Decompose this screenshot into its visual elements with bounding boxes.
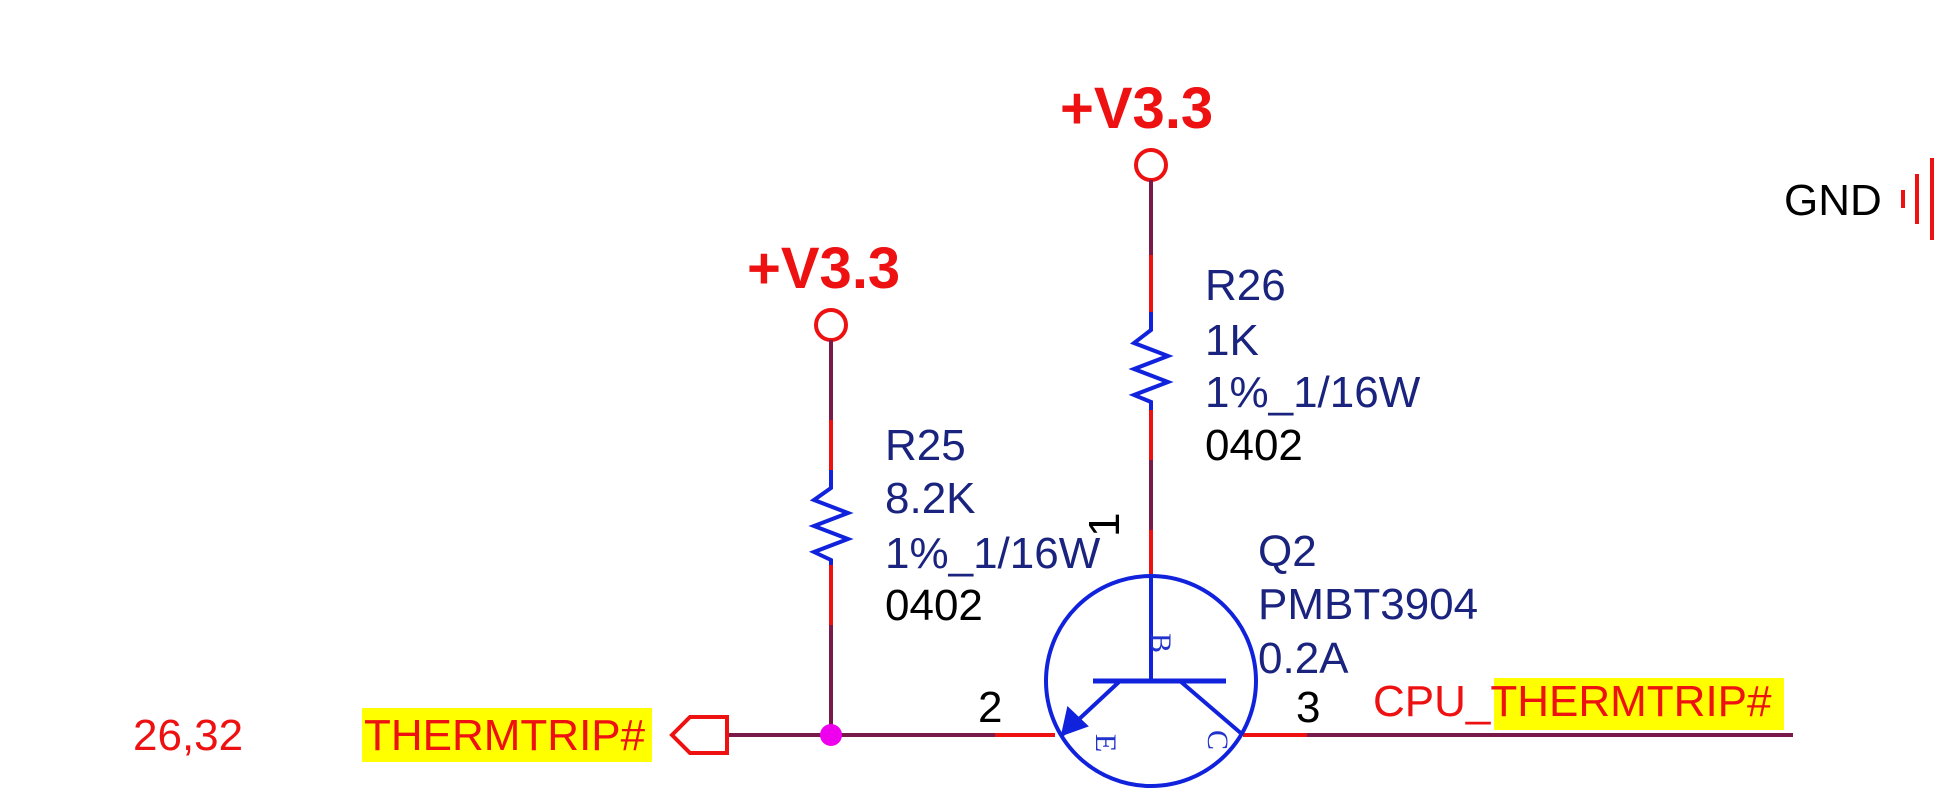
q2-base-letter: B xyxy=(1144,633,1177,653)
cpu-thermtrip-prefix: CPU_ xyxy=(1373,677,1491,726)
cpu-thermtrip-net-label[interactable]: CPU_THERMTRIP# xyxy=(1373,677,1772,726)
q2-ref: Q2 xyxy=(1258,527,1317,576)
power-rail-left: +V3.3 xyxy=(747,236,900,342)
cpu-thermtrip-highlight xyxy=(1494,678,1784,730)
junction-dot xyxy=(820,724,842,746)
q2-collector-pin-number: 3 xyxy=(1296,683,1320,732)
power-rail-top: +V3.3 xyxy=(1060,76,1213,182)
r25-labels: R25 8.2K 1%_1/16W 0402 xyxy=(885,421,1101,630)
q2-emitter-pin-number: 2 xyxy=(978,683,1002,732)
thermtrip-highlight xyxy=(362,708,652,762)
r25-ref: R25 xyxy=(885,421,966,470)
r25-value: 8.2K xyxy=(885,474,976,523)
r26-resistor-body xyxy=(1128,312,1174,410)
q2-labels: Q2 PMBT3904 0.2A xyxy=(1258,527,1478,683)
r25-tolerance-power: 1%_1/16W xyxy=(885,529,1101,578)
r26-tolerance-power: 1%_1/16W xyxy=(1205,368,1421,417)
q2-collector-letter: C xyxy=(1201,730,1234,750)
q2-collector-lead xyxy=(1178,679,1245,737)
off-page-connector[interactable] xyxy=(669,715,729,755)
ground-symbol: GND xyxy=(1784,158,1934,240)
power-port-circle-top xyxy=(1134,148,1168,182)
power-port-circle-left xyxy=(814,308,848,342)
r26-ref: R26 xyxy=(1205,261,1286,310)
ground-label: GND xyxy=(1784,176,1882,225)
cpu-thermtrip-suffix: THERMTRIP# xyxy=(1490,677,1772,726)
r26-labels: R26 1K 1%_1/16W 0402 xyxy=(1205,261,1421,470)
q2-emitter-arrow xyxy=(1060,706,1089,737)
r26-value: 1K xyxy=(1205,316,1259,365)
thermtrip-net-label[interactable]: THERMTRIP# xyxy=(364,711,646,760)
q2-rating: 0.2A xyxy=(1258,634,1349,683)
r26-package: 0402 xyxy=(1205,421,1303,470)
r25-package: 0402 xyxy=(885,581,983,630)
page-reference[interactable]: 26,32 xyxy=(133,711,243,760)
r25-pin1-number: 1 xyxy=(1080,513,1129,537)
power-label-top: +V3.3 xyxy=(1060,76,1213,141)
q2-transistor: B E C xyxy=(1044,574,1258,788)
q2-part: PMBT3904 xyxy=(1258,580,1478,629)
r25-resistor-body xyxy=(808,470,854,565)
q2-emitter-letter: E xyxy=(1089,734,1122,752)
power-label-left: +V3.3 xyxy=(747,236,900,301)
